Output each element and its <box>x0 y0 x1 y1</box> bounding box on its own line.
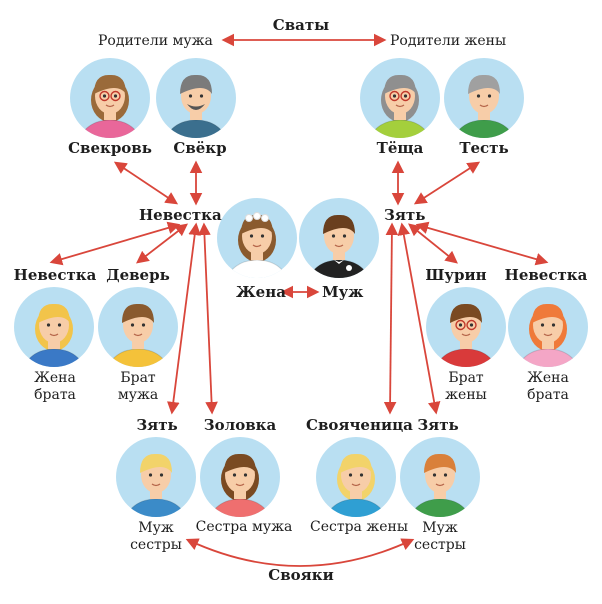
brothers-wife-icon <box>14 287 94 367</box>
arrow-zyat-bl <box>167 222 201 415</box>
label-brat-zheny: Брат жены <box>445 370 487 403</box>
arrow-svoyaki <box>185 538 415 567</box>
wifes-father-icon <box>444 58 524 138</box>
mother-in-law-icon <box>70 58 150 138</box>
bride-icon <box>217 198 297 278</box>
label-sestra-muzha: Сестра мужа <box>195 519 293 535</box>
brothers-wife-right-icon <box>508 287 588 367</box>
label-nevestka-center: Невестка <box>139 206 222 224</box>
arrow-svoyachenitsa <box>383 222 399 415</box>
label-muzh-sestry-right: Муж сестры <box>414 520 466 553</box>
wifes-brother-icon <box>426 287 506 367</box>
label-roditeli-muzha: Родители мужа <box>98 33 213 49</box>
arrow-test <box>413 161 481 205</box>
label-dever: Деверь <box>106 266 170 284</box>
husbands-brother-icon <box>98 287 178 367</box>
groom-icon <box>299 198 379 278</box>
label-zyat-center: Зять <box>384 206 426 224</box>
arrow-zyat-br <box>397 222 441 415</box>
husbands-sister-icon <box>200 437 280 517</box>
label-zolovka: Золовка <box>203 416 277 434</box>
label-nevestka-right: Невестка <box>504 266 588 284</box>
wifes-sister-icon <box>316 437 396 517</box>
father-in-law-icon <box>156 58 236 138</box>
label-teshcha: Тёща <box>376 139 424 157</box>
label-zhena: Жена <box>236 283 286 301</box>
label-test: Тесть <box>459 139 509 157</box>
label-nevestka-left: Невестка <box>13 266 97 284</box>
label-shurin: Шурин <box>425 266 487 284</box>
arrow-zolovka <box>198 222 218 415</box>
label-sestra-zheny: Сестра жены <box>310 519 408 535</box>
label-svoyaki: Свояки <box>268 566 334 584</box>
label-muzh: Муж <box>322 283 364 301</box>
sisters-husband-icon <box>116 437 196 517</box>
arrow-svekrov <box>113 161 179 205</box>
sisters-husband-right-icon <box>400 437 480 517</box>
label-zyat-bottom-left: Зять <box>136 416 178 434</box>
label-svoyachenitsa: Свояченица <box>306 416 413 434</box>
wifes-mother-icon <box>360 58 440 138</box>
label-svekrov: Свекровь <box>68 139 152 157</box>
label-muzh-sestry-left: Муж сестры <box>130 520 182 553</box>
label-roditeli-zheny: Родители жены <box>390 33 507 49</box>
arrow-nevestka-right <box>415 221 549 266</box>
label-zhena-brata-right: Жена брата <box>527 370 569 403</box>
label-zyat-bottom-right: Зять <box>417 416 459 434</box>
label-svekr: Свёкр <box>173 139 227 157</box>
label-zhena-brata-left: Жена брата <box>34 370 76 403</box>
label-svaty: Сваты <box>272 16 330 34</box>
label-brat-muzha: Брат мужа <box>117 370 159 403</box>
